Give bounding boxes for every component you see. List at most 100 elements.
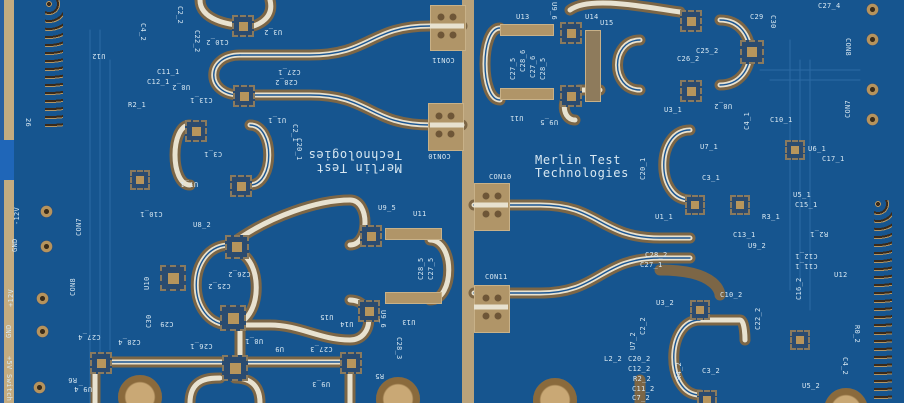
mounting-hole-4 [824, 388, 868, 403]
label-con8-left: CON8 [69, 277, 77, 296]
label-u15-left: U15 [320, 313, 334, 321]
label-c26-2-left: C26_2 [228, 270, 251, 278]
label-r6-left: R6 [68, 376, 78, 384]
label-c30-left: C30 [145, 314, 153, 328]
ic-u1-1-left [233, 85, 255, 107]
left-board-edge [0, 0, 14, 403]
label-r2-1-left: R2_1 [128, 101, 147, 109]
label-u12-right: U12 [834, 271, 848, 279]
label-u3-2-right: U3_2 [656, 299, 675, 307]
label-c27-5-right: C27_5 [509, 57, 517, 80]
ic-u9-6-left [358, 300, 380, 322]
con8-hole-1 [866, 3, 879, 16]
label-u15-right: U15 [600, 19, 614, 27]
ic-u10-left [160, 265, 186, 291]
label-u11-right: U11 [510, 114, 524, 122]
label-con7-left: CON7 [75, 217, 83, 236]
ic-u14 [560, 22, 582, 44]
ic-u3-2-left [232, 15, 254, 37]
ic-u6-2 [790, 330, 810, 350]
ic-u8-1 [680, 10, 702, 32]
label-u9-6-right: U9_6 [550, 2, 558, 21]
label-r2-2-right: R2_2 [633, 375, 652, 383]
label-u14-left: U14 [340, 320, 354, 328]
logo-right-line2: Technologies [535, 166, 629, 180]
label-u9-5-left: U9_5 [378, 204, 397, 212]
label-c2-2-left: C2_2 [176, 6, 184, 25]
label-c11-1-left: C11_1 [157, 68, 180, 76]
power-hole-3 [36, 292, 49, 305]
label-c7-2-right: C7_2 [632, 394, 651, 402]
label-u9-5-right: U9_5 [540, 118, 559, 126]
label-c16-2-right: C16_2 [795, 277, 803, 300]
label-c27-6-right: C27_6 [529, 55, 537, 78]
label-c12-1-left: C12_1 [147, 78, 170, 86]
left-blue-tab [0, 140, 14, 180]
label-c17-1-right: C17_1 [822, 155, 845, 163]
con7-hole-1 [866, 83, 879, 96]
label-u9-4-left: U9_4 [74, 385, 93, 393]
center-divider [462, 0, 474, 403]
label-c20-2-right: C20_2 [628, 355, 651, 363]
label-u1-1-left: U1_1 [268, 116, 287, 124]
label-u8-2-left: U8_2 [172, 83, 191, 91]
label-c25-2-left: C25_2 [208, 282, 231, 290]
label-u3-2-left: U3_2 [264, 28, 283, 36]
label-r0-2-right: R0_2 [853, 325, 861, 344]
label-u14-right: U14 [585, 13, 599, 21]
label-c28-5-left: C28_5 [417, 257, 425, 280]
label-c4-2-right: C4_2 [841, 357, 849, 376]
label-c25-2-right: C25_2 [696, 47, 719, 55]
label-c13-1-right: C13_1 [733, 231, 756, 239]
con8-hole-2 [866, 33, 879, 46]
label-r4-2-right: R4_2 [675, 361, 683, 380]
pin-header-right [874, 200, 892, 403]
logo-left-line2: Technologies [308, 148, 402, 162]
label-c30-right: C30 [769, 15, 777, 29]
ic-u9-2 [730, 195, 750, 215]
pad-array-u13-left [385, 292, 442, 304]
label-c26-1-left: C26_1 [190, 342, 213, 350]
ic-u9-3-left [340, 352, 362, 374]
label-c27-4-left: C27_4 [78, 333, 101, 341]
label-c22-2-left: C22_2 [193, 30, 201, 53]
label-con11-right: CON11 [485, 273, 508, 281]
ic-u7-1-left [230, 175, 252, 197]
label-c27-1-left: C27_1 [278, 68, 301, 76]
label-u10-left: U10 [143, 276, 151, 290]
label-c20-1-right: C20_1 [639, 157, 647, 180]
label-u5-2-right: U5_2 [802, 382, 821, 390]
ic-u9-5-left [360, 225, 382, 247]
ic-u9-left [222, 355, 248, 381]
ic-u9-2-left [225, 235, 249, 259]
label-c10-2-left: C10_2 [206, 38, 229, 46]
label-u12-left: U12 [92, 52, 106, 60]
label-c28-5-right: C28_5 [539, 57, 547, 80]
label-u8-2-right: U8_2 [714, 102, 733, 110]
label-c11-1-right: C11_1 [795, 262, 818, 270]
label-u13-left: U13 [402, 318, 416, 326]
label-con11-left: CON11 [432, 56, 455, 64]
label-c26-2-right: C26_2 [677, 55, 700, 63]
label-con7-right: CON7 [844, 99, 852, 118]
label-power-gnd1: GND [11, 238, 19, 252]
label-u3-1-right: U3_1 [664, 106, 683, 114]
label-u9-3-left: U9_3 [312, 380, 331, 388]
label-c4-2-left: C4_2 [139, 23, 147, 42]
label-c10-2-right: C10_2 [720, 291, 743, 299]
ic-u1-2 [697, 390, 717, 403]
power-hole-5 [33, 381, 46, 394]
label-c28-2-left: C28_2 [275, 78, 298, 86]
label-u7-1-right: U7_1 [700, 143, 719, 151]
label-c27-3-left: C27_3 [310, 345, 333, 353]
logo-left: Merlin Test Technologies [308, 148, 402, 175]
label-header-pin-26: 26 [24, 118, 32, 128]
logo-right: Merlin Test Technologies [535, 154, 629, 180]
label-c22-2-right: C22_2 [754, 307, 762, 330]
label-c28-3-left: C28_3 [395, 337, 403, 360]
ic-u8-2-left [185, 120, 207, 142]
label-c10-1-right: C10_1 [770, 116, 793, 124]
pad-array-u11-left [385, 228, 442, 240]
